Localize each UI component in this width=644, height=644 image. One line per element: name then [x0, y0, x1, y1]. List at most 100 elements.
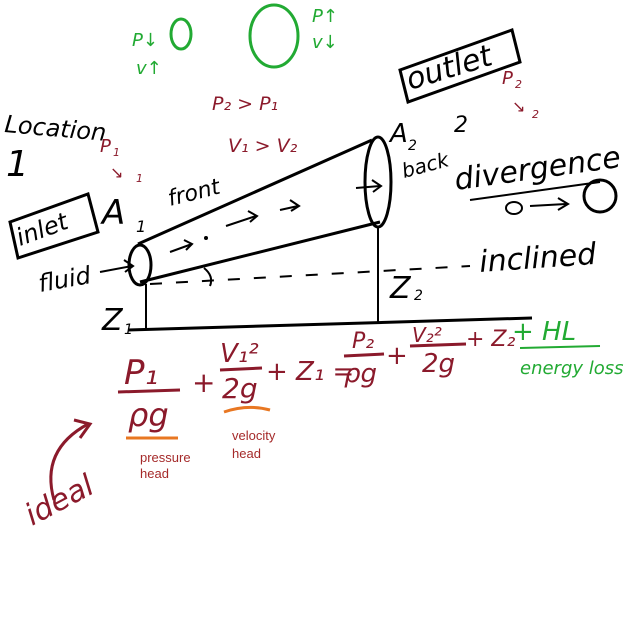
- divergence-arrow-line: [529, 203, 567, 207]
- a2-label: A: [388, 119, 408, 149]
- note-p-up: P↑: [312, 6, 338, 27]
- note-p2: P: [502, 68, 513, 89]
- energy-loss-label: energy loss: [520, 358, 624, 379]
- eq-p1: P₁: [124, 353, 158, 393]
- a1-label: A: [100, 193, 125, 233]
- divergence-zero-circle: [582, 178, 618, 214]
- divergence-text: divergence: [452, 140, 623, 198]
- z1-label: Z: [101, 303, 124, 338]
- note-p-down: P↓: [132, 30, 158, 51]
- eq-rho-g: ρg: [128, 396, 169, 434]
- fluid-entry-arrow: [99, 265, 133, 273]
- hl-underline: [519, 345, 601, 349]
- note-v1-gt-v2: V₁ > V₂: [228, 135, 298, 157]
- red-notes: P₂ > P₁ V₁ > V₂ P 1 ↘ 1 P 2 ↘ 2: [100, 68, 539, 185]
- divergence-small-zero: [505, 201, 523, 215]
- note-p1-sub: 1: [113, 146, 120, 159]
- pipe-labels-left: A 1 front fluid: [36, 174, 224, 297]
- inlet-label: inlet: [8, 192, 100, 260]
- pressure-head-line2: head: [140, 466, 169, 481]
- location-number: 1: [6, 144, 29, 185]
- flow-arrow-2-head: [247, 210, 259, 223]
- eq-frac1-bar: [117, 388, 181, 394]
- inclined-label: inclined: [478, 237, 598, 280]
- hl-term: + HL: [512, 317, 576, 347]
- z2-sub: 2: [414, 288, 423, 304]
- outlet-box: [398, 28, 522, 104]
- inlet-box: [8, 192, 100, 260]
- eq-plus-z2: + Z₂: [466, 327, 515, 352]
- divergence-arrow-head: [557, 197, 570, 211]
- velocity-head-line1: velocity: [232, 428, 276, 443]
- z1-sub: 1: [124, 322, 133, 338]
- eq-plus-z1: + Z₁ =: [266, 357, 354, 387]
- large-circle: [248, 3, 300, 69]
- eq-2g-2: 2g: [422, 349, 455, 379]
- a2-number: 2: [454, 113, 468, 138]
- note-v2-arrow: ↘: [512, 97, 525, 116]
- note-p2-gt-p1: P₂ > P₁: [212, 93, 278, 115]
- eq-plus-1: +: [192, 366, 215, 399]
- eq-frac4-bar: [409, 342, 467, 348]
- eq-frac3-bar: [343, 352, 385, 358]
- divergence-underline: [469, 181, 601, 201]
- eq-frac2-bar: [219, 366, 263, 372]
- a2-sub: 2: [408, 138, 417, 154]
- ideal-label: ideal: [19, 468, 100, 533]
- location-text: Location: [3, 110, 107, 147]
- flow-arrow-3: [279, 205, 299, 211]
- fluid-entry-arrow-head: [123, 259, 135, 273]
- inlet-text: inlet: [12, 207, 73, 252]
- note-v1-sub: 1: [136, 172, 143, 185]
- bernoulli-equation: P₁ ρg + V₁² 2g + Z₁ = P₂ ρg + V₂² 2g + Z…: [117, 323, 515, 440]
- inlet-cross-section: [127, 243, 153, 287]
- z2-label: Z: [389, 271, 412, 306]
- fluid-label: fluid: [36, 261, 93, 298]
- eq-2g: 2g: [222, 372, 258, 405]
- ideal-note: ideal: [19, 418, 100, 533]
- a1-sub: 1: [136, 217, 146, 236]
- note-v2-sub: 2: [532, 108, 539, 121]
- eq-plus-2: +: [386, 341, 408, 371]
- ideal-arrow-head: [73, 418, 93, 439]
- horizontal-reference-dashed: [149, 265, 471, 285]
- divergence-note: divergence: [452, 140, 623, 215]
- location-label: Location 1: [3, 110, 107, 185]
- datum-and-heights: [127, 228, 533, 332]
- pipe-top-edge: [137, 138, 373, 246]
- front-label: front: [165, 174, 224, 211]
- flow-arrow-1: [169, 243, 193, 253]
- note-v-down: v↓: [312, 32, 338, 53]
- small-circle-zero: [169, 17, 193, 51]
- ideal-arrow-curve: [49, 422, 89, 501]
- velocity-head-underline: [223, 405, 271, 414]
- flow-arrow-4-head: [371, 179, 383, 193]
- head-loss: + HL energy loss: [512, 317, 624, 379]
- datum-line: [127, 316, 533, 332]
- height-labels: Z 1 Z 2 inclined: [101, 237, 598, 338]
- flow-arrow-4: [355, 185, 381, 189]
- pressure-head-line1: pressure: [140, 450, 191, 465]
- green-notes-top: P↓ v↑ P↑ v↓: [132, 3, 338, 79]
- velocity-head-line2: head: [232, 446, 261, 461]
- outlet-text: outlet: [402, 38, 497, 97]
- head-annotations: pressure head velocity head: [140, 428, 276, 481]
- flow-arrow-1-head: [183, 239, 194, 251]
- eq-v2-squared: V₂²: [412, 323, 442, 347]
- note-p2-sub: 2: [515, 78, 522, 91]
- note-v-up: v↑: [136, 58, 162, 79]
- pipe-bottom-edge: [139, 220, 381, 284]
- flow-arrow-3-head: [289, 199, 301, 212]
- flow-arrow-2: [225, 215, 257, 227]
- pipe-diagram: [99, 135, 393, 287]
- note-p1: P: [100, 136, 111, 157]
- incline-angle-arc: [203, 267, 213, 287]
- eq-v1-squared: V₁²: [220, 339, 259, 369]
- eq-rho-g-2: ρg: [344, 359, 377, 389]
- note-v1-arrow: ↘: [110, 163, 123, 182]
- outlet-cross-section: [363, 135, 393, 229]
- flow-dot: [204, 236, 208, 240]
- eq-p2: P₂: [352, 329, 374, 354]
- outlet-label: outlet: [398, 28, 522, 104]
